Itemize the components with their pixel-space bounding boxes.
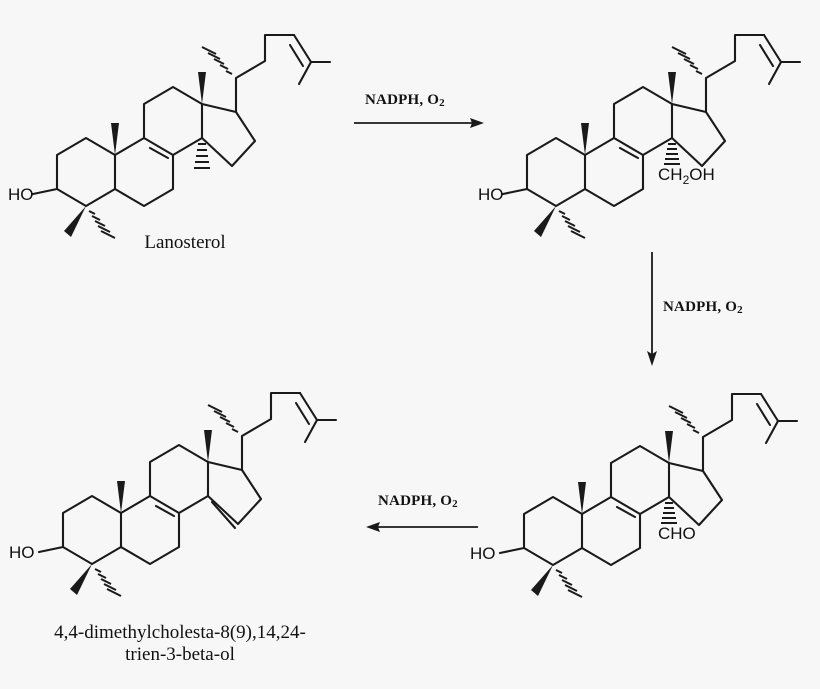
arrow-bottom — [366, 522, 478, 532]
lanosterol-hash-bonds — [88, 46, 233, 239]
caption-line-2: trien-3-beta-ol — [125, 644, 235, 666]
carboxaldehyde-hash-bonds — [555, 405, 700, 598]
hydroxymethyl-substituent-label: CH2OH — [658, 165, 715, 187]
arrow-bottom-label: NADPH, O2 — [378, 493, 458, 510]
arrow-bottom-label-sub: 2 — [452, 498, 458, 510]
caption-line-1: 4,4-dimethylcholesta-8(9),14,24- — [54, 622, 306, 643]
arrow-right-label-sub: 2 — [737, 304, 743, 316]
structure-carboxaldehyde-lanosterol: HO CHO — [460, 380, 820, 620]
arrow-bottom-label-text: NADPH, O — [378, 493, 453, 509]
structure-hydroxymethyl-lanosterol: HO CH2OH — [470, 0, 820, 240]
carboxaldehyde-wedge-methyls — [531, 431, 673, 596]
lanosterol-hydroxyl-label: HO — [8, 185, 34, 204]
arrow-top — [354, 118, 484, 128]
arrow-top-label-sub: 2 — [439, 97, 445, 109]
hydroxymethyl-wedge-methyls — [534, 72, 676, 237]
dimethylcholestatrienol-hash-bonds — [94, 404, 239, 597]
structure-lanosterol: HO — [0, 0, 350, 240]
arrow-right-label-text: NADPH, O — [663, 299, 738, 315]
hydroxymethyl-hash-bonds — [558, 46, 703, 239]
arrow-right — [647, 252, 657, 366]
hydroxymethyl-lanosterol-skeleton: HO CH2OH — [478, 33, 802, 239]
arrow-right-label: NADPH, O2 — [663, 299, 743, 316]
carboxaldehyde-substituent-label: CHO — [658, 524, 696, 543]
caption-dimethylcholestatrienol: 4,4-dimethylcholesta-8(9),14,24- trien-3… — [10, 622, 350, 667]
caption-lanosterol: Lanosterol — [144, 232, 226, 253]
arrow-top-label-text: NADPH, O — [365, 92, 440, 108]
dimethylcholestatrienol-wedge-methyls — [70, 430, 212, 595]
dimethylcholestatrienol-skeleton: HO — [9, 391, 338, 597]
lanosterol-wedge-methyls — [64, 72, 206, 237]
arrow-top-label: NADPH, O2 — [365, 92, 445, 109]
dimethylcholestatrienol-hydroxyl-label: HO — [9, 543, 35, 562]
hydroxymethyl-hydroxyl-label: HO — [478, 185, 504, 204]
carboxaldehyde-lanosterol-skeleton: HO CHO — [470, 392, 799, 598]
lanosterol-skeleton: HO — [8, 33, 332, 239]
carboxaldehyde-hydroxyl-label: HO — [470, 544, 496, 563]
structure-dimethylcholestatrienol: HO — [0, 380, 370, 620]
